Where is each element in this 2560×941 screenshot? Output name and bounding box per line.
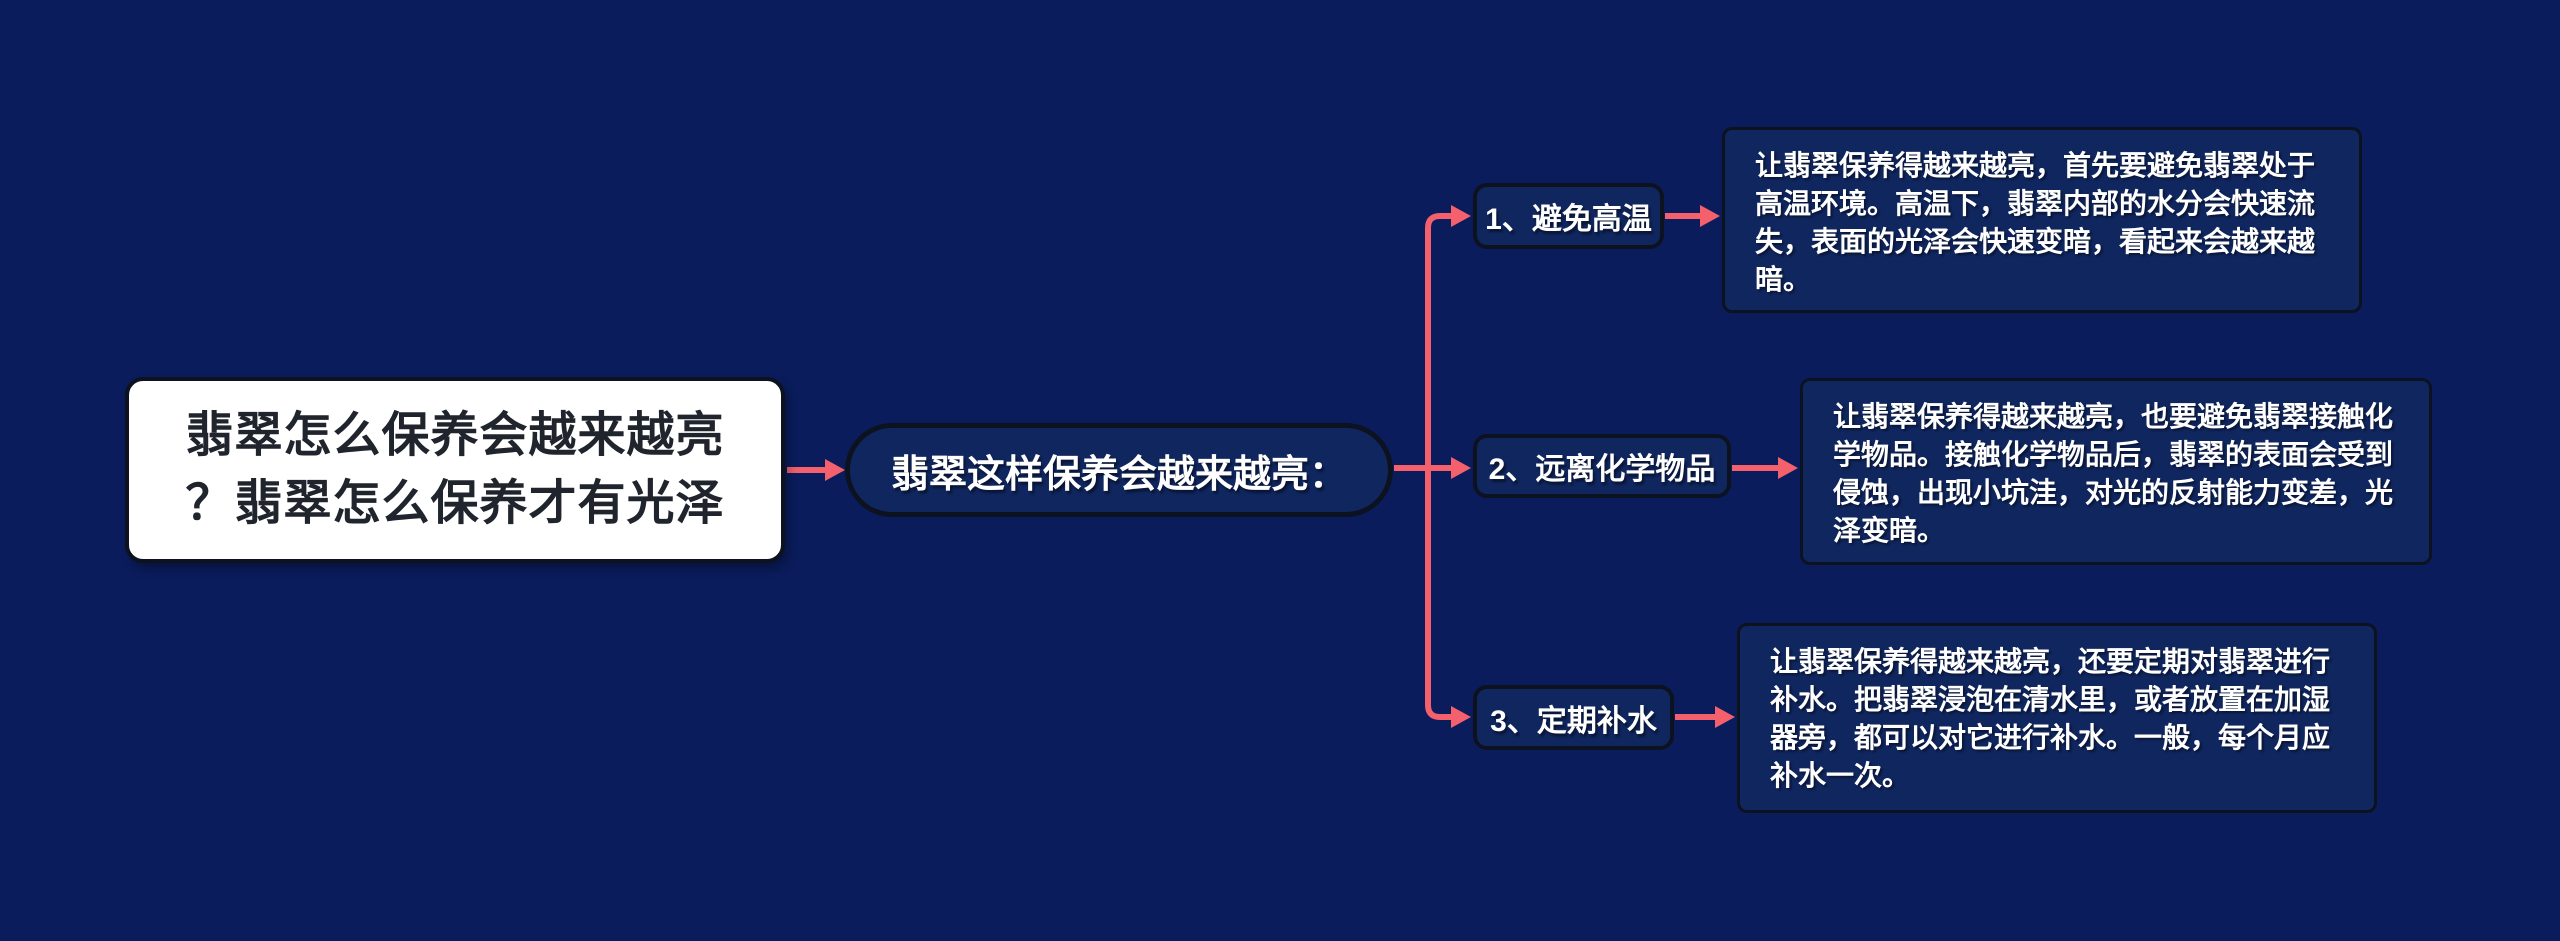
connector-branch-trunk: [1425, 213, 1454, 720]
root-topic-line-2: ？翡翠怎么保养才有光泽: [185, 477, 725, 530]
arrowhead-root-to-center-icon: [825, 459, 845, 481]
detail-box-1[interactable]: 让翡翠保养得越来越亮，首先要避免翡翠处于高温环境。高温下，翡翠内部的水分会快速流…: [1722, 127, 2362, 313]
center-topic-label: 翡翠这样保养会越来越亮：: [890, 453, 1347, 496]
branch-1-label: 1、避免高温: [1485, 203, 1652, 236]
detail-box-2[interactable]: 让翡翠保养得越来越亮，也要避免翡翠接触化学物品。接触化学物品后，翡翠的表面会受到…: [1800, 378, 2432, 565]
branch-node-1[interactable]: 1、避免高温: [1473, 183, 1664, 249]
branch-3-label: 3、定期补水: [1490, 704, 1657, 738]
arrowhead-branch1-to-detail1-icon: [1700, 205, 1720, 227]
arrowhead-branch3-to-detail3-icon: [1715, 706, 1735, 728]
branch-2-label: 2、远离化学物品: [1488, 453, 1716, 486]
branch-node-2[interactable]: 2、远离化学物品: [1473, 434, 1731, 498]
center-topic-node[interactable]: 翡翠这样保养会越来越亮：: [845, 423, 1393, 517]
arrowhead-center-to-branch2-icon: [1451, 457, 1471, 479]
arrowhead-branch2-to-detail2-icon: [1778, 457, 1798, 479]
root-topic-line-1: 翡翠怎么保养会越来越亮: [185, 409, 725, 462]
detail-box-3[interactable]: 让翡翠保养得越来越亮，还要定期对翡翠进行补水。把翡翠浸泡在清水里，或者放置在加湿…: [1737, 623, 2377, 813]
arrowhead-trunk-to-branch3-icon: [1451, 706, 1471, 728]
root-topic-node[interactable]: 翡翠怎么保养会越来越亮 ？翡翠怎么保养才有光泽: [125, 377, 785, 563]
branch-node-3[interactable]: 3、定期补水: [1473, 685, 1674, 750]
arrowhead-trunk-to-branch1-icon: [1451, 205, 1471, 227]
